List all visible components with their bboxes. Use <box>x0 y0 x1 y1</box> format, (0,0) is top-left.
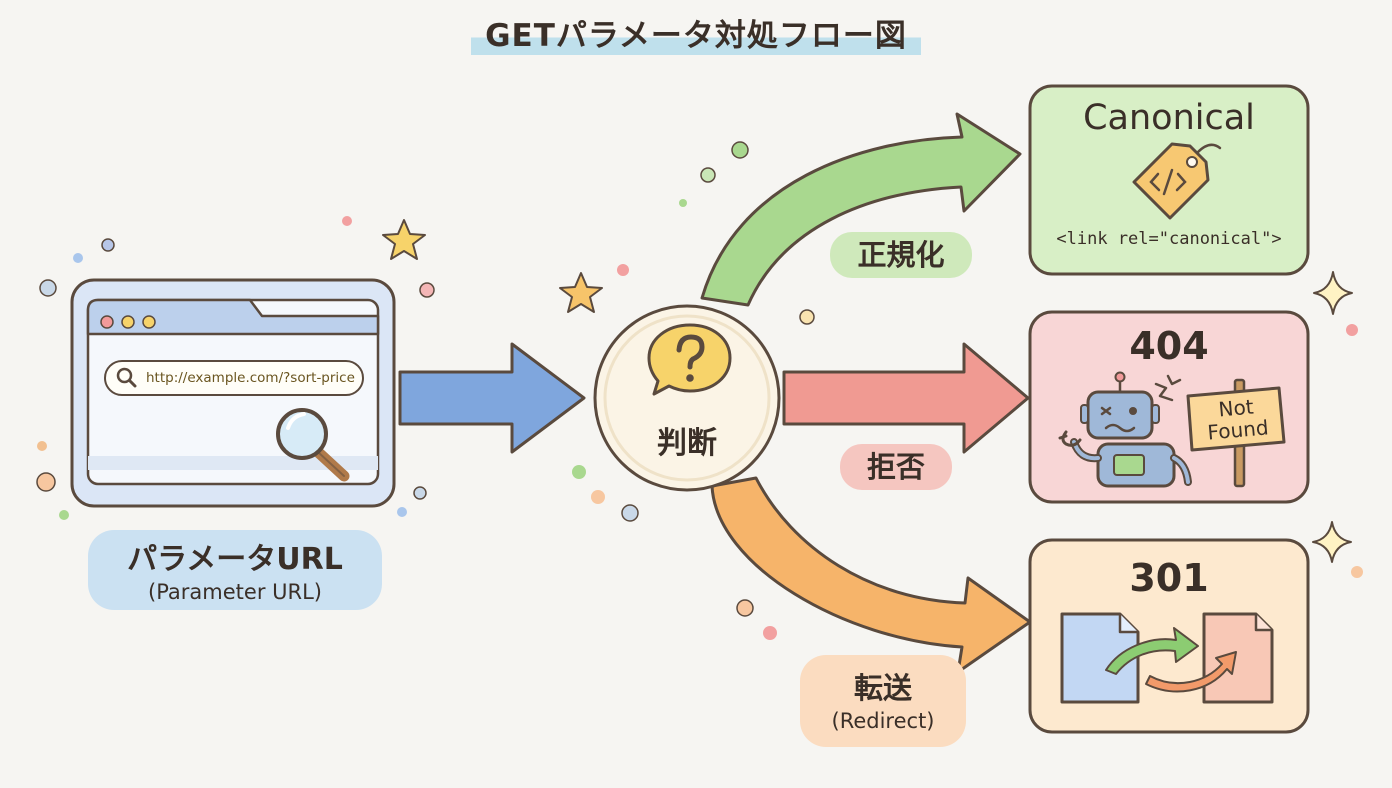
sparkle-icon <box>1312 521 1352 563</box>
notfound-title: 404 <box>1129 324 1209 368</box>
star-icon <box>382 219 426 260</box>
code-tag-icon <box>1132 142 1222 220</box>
question-bubble-icon <box>647 323 732 396</box>
reject-arrow <box>782 342 1030 454</box>
url-bar: http://example.com/?sort-price <box>104 360 364 396</box>
search-icon <box>116 367 137 388</box>
title-wrap: GETパラメータ対処フロー図 <box>0 8 1392 59</box>
canonical-arrow <box>700 112 1022 307</box>
magnifier-icon <box>276 408 350 482</box>
arrow-green-icon <box>1105 627 1199 675</box>
redirect-pill: 転送 (Redirect) <box>800 655 966 747</box>
parameter-url-label: パラメータURL (Parameter URL) <box>88 530 382 610</box>
star-icon <box>559 272 603 313</box>
redirect-arrow <box>710 476 1032 674</box>
normalize-pill: 正規化 <box>830 232 972 278</box>
decorative-dots <box>36 141 1363 640</box>
parameter-url-subtitle: (Parameter URL) <box>148 580 322 604</box>
canonical-code: <link rel="canonical"> <box>1056 229 1282 249</box>
decorative-stars <box>382 219 1353 563</box>
reject-pill: 拒否 <box>840 444 952 490</box>
redirect-documents-icon <box>1060 612 1274 704</box>
sparkle-icon <box>1313 271 1353 315</box>
source-arrow <box>398 342 586 454</box>
canonical-title: Canonical <box>1083 98 1255 138</box>
not-found-sign <box>1186 378 1286 488</box>
redirect-pill-subtitle: (Redirect) <box>831 709 935 733</box>
redirect-pill-title: 転送 <box>853 671 912 705</box>
parameter-url-title: パラメータURL <box>127 542 343 577</box>
robot-icon <box>1058 371 1192 488</box>
diagram-title: GETパラメータ対処フロー図 <box>471 8 921 59</box>
url-text: http://example.com/?sort-price <box>146 370 355 386</box>
decision-label: 判断 <box>657 426 717 461</box>
redirect-title: 301 <box>1129 556 1209 600</box>
decision-node <box>593 304 781 492</box>
arrow-orange-icon <box>1145 651 1237 693</box>
